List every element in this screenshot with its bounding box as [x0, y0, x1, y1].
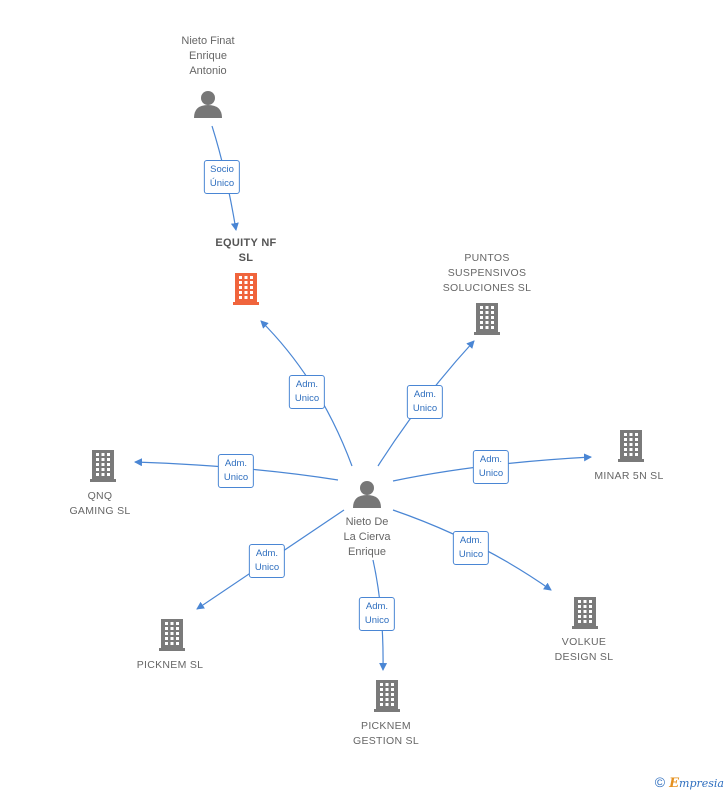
person-icon-nieto-finat[interactable]: [194, 91, 222, 118]
building-icon-picknem-gestion[interactable]: [374, 680, 400, 712]
building-icon-puntos[interactable]: [474, 303, 500, 335]
node-label-volkue[interactable]: VOLKUE DESIGN SL: [554, 636, 614, 663]
node-label-nieto-finat[interactable]: Nieto Finat Enrique Antonio: [181, 35, 235, 77]
brand-initial: E: [669, 776, 680, 791]
building-icon-minar[interactable]: [618, 430, 644, 462]
node-label-picknem[interactable]: PICKNEM SL: [136, 659, 204, 671]
edge-label-minar[interactable]: Adm. Unico: [472, 450, 510, 484]
node-label-picknem-gestion[interactable]: PICKNEM GESTION SL: [352, 720, 419, 747]
node-label-nieto-cierva[interactable]: Nieto De La Cierva Enrique: [343, 516, 391, 558]
building-icon-equity-nf[interactable]: [233, 273, 259, 305]
brand-footer[interactable]: ©Empresia: [655, 774, 724, 791]
brand-name: mpresia: [679, 777, 724, 790]
edge-label-puntos[interactable]: Adm. Unico: [406, 385, 444, 419]
person-icon-nieto-cierva[interactable]: [353, 481, 381, 508]
edge-label-equity-nf[interactable]: Adm. Unico: [288, 375, 326, 409]
edge-label-equity-nf[interactable]: Socio Único: [203, 160, 241, 194]
node-label-minar[interactable]: MINAR 5N SL: [594, 470, 664, 482]
copyright-icon: ©: [654, 774, 666, 790]
building-icon-picknem[interactable]: [159, 619, 185, 651]
node-label-equity-nf[interactable]: EQUITY NF SL: [215, 237, 277, 264]
edge-label-picknem[interactable]: Adm. Unico: [248, 544, 286, 578]
building-icon-qnq[interactable]: [90, 450, 116, 482]
node-label-qnq[interactable]: QNQ GAMING SL: [69, 490, 131, 517]
building-icon-volkue[interactable]: [572, 597, 598, 629]
edge-label-volkue[interactable]: Adm. Unico: [452, 531, 490, 565]
edge-label-picknem-gestion[interactable]: Adm. Unico: [358, 597, 396, 631]
edge-label-qnq[interactable]: Adm. Unico: [217, 454, 255, 488]
node-label-puntos[interactable]: PUNTOS SUSPENSIVOS SOLUCIONES SL: [442, 252, 532, 294]
